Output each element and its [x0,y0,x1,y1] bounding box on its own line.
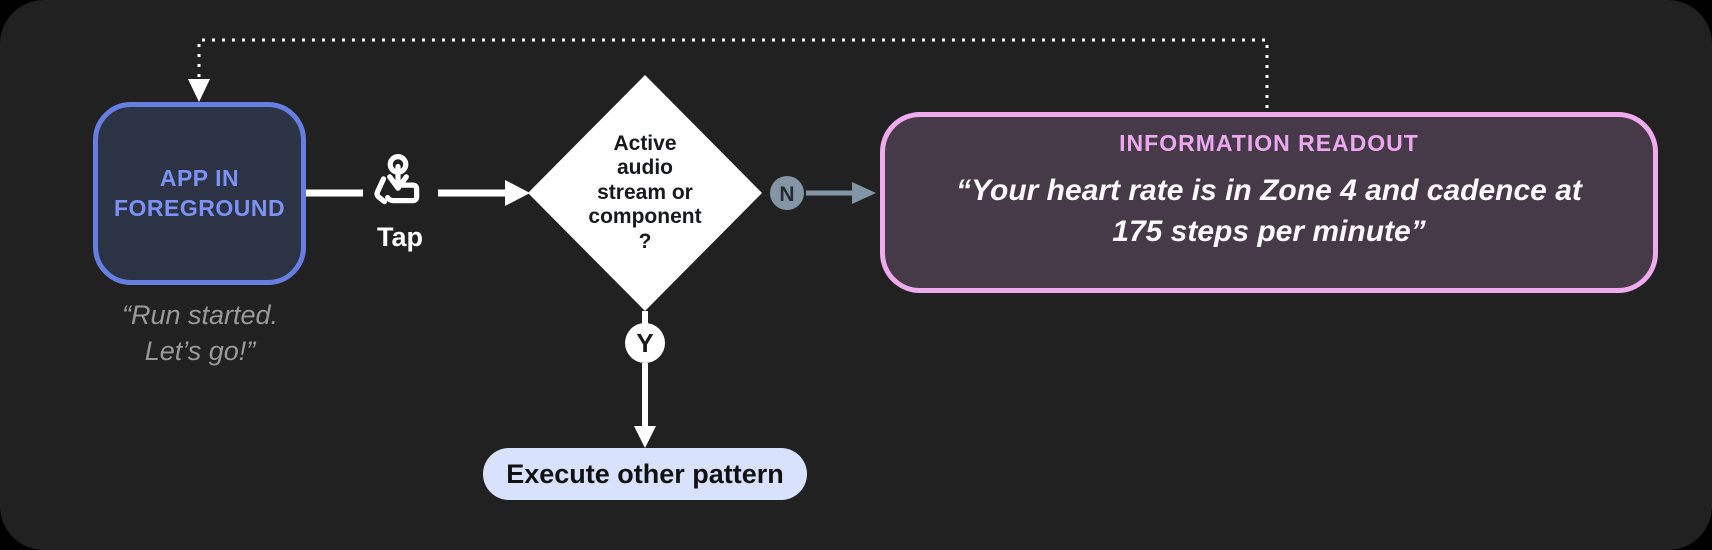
no-badge [770,176,804,210]
yes-badge [625,323,665,363]
information-readout-title: INFORMATION READOUT [1119,130,1419,156]
readout-arrowhead-icon [852,182,876,204]
app-in-foreground-node: APP IN FOREGROUND [93,102,306,285]
yes-badge-label: Y [636,328,653,358]
information-readout-node: INFORMATION READOUT “Your heart rate is … [880,112,1658,293]
execute-arrowhead-icon [634,426,656,448]
app-voice-caption: “Run started. Let’s go!” [121,300,279,366]
tap-gesture-icon [374,154,420,205]
tap-label: Tap [377,222,423,252]
information-readout-quote: “Your heart rate is in Zone 4 and cadenc… [956,174,1582,249]
decision-diamond [528,75,762,311]
feedback-loop-dotted-line [197,38,1269,108]
execute-other-pattern-node: Execute other pattern [483,448,807,500]
feedback-arrowhead-icon [188,79,210,102]
no-badge-label: N [779,183,794,206]
app-in-foreground-label: APP IN FOREGROUND [113,164,286,221]
decision-question: Active audio stream or component ? [588,132,702,253]
decision-arrowhead-icon [505,180,530,206]
